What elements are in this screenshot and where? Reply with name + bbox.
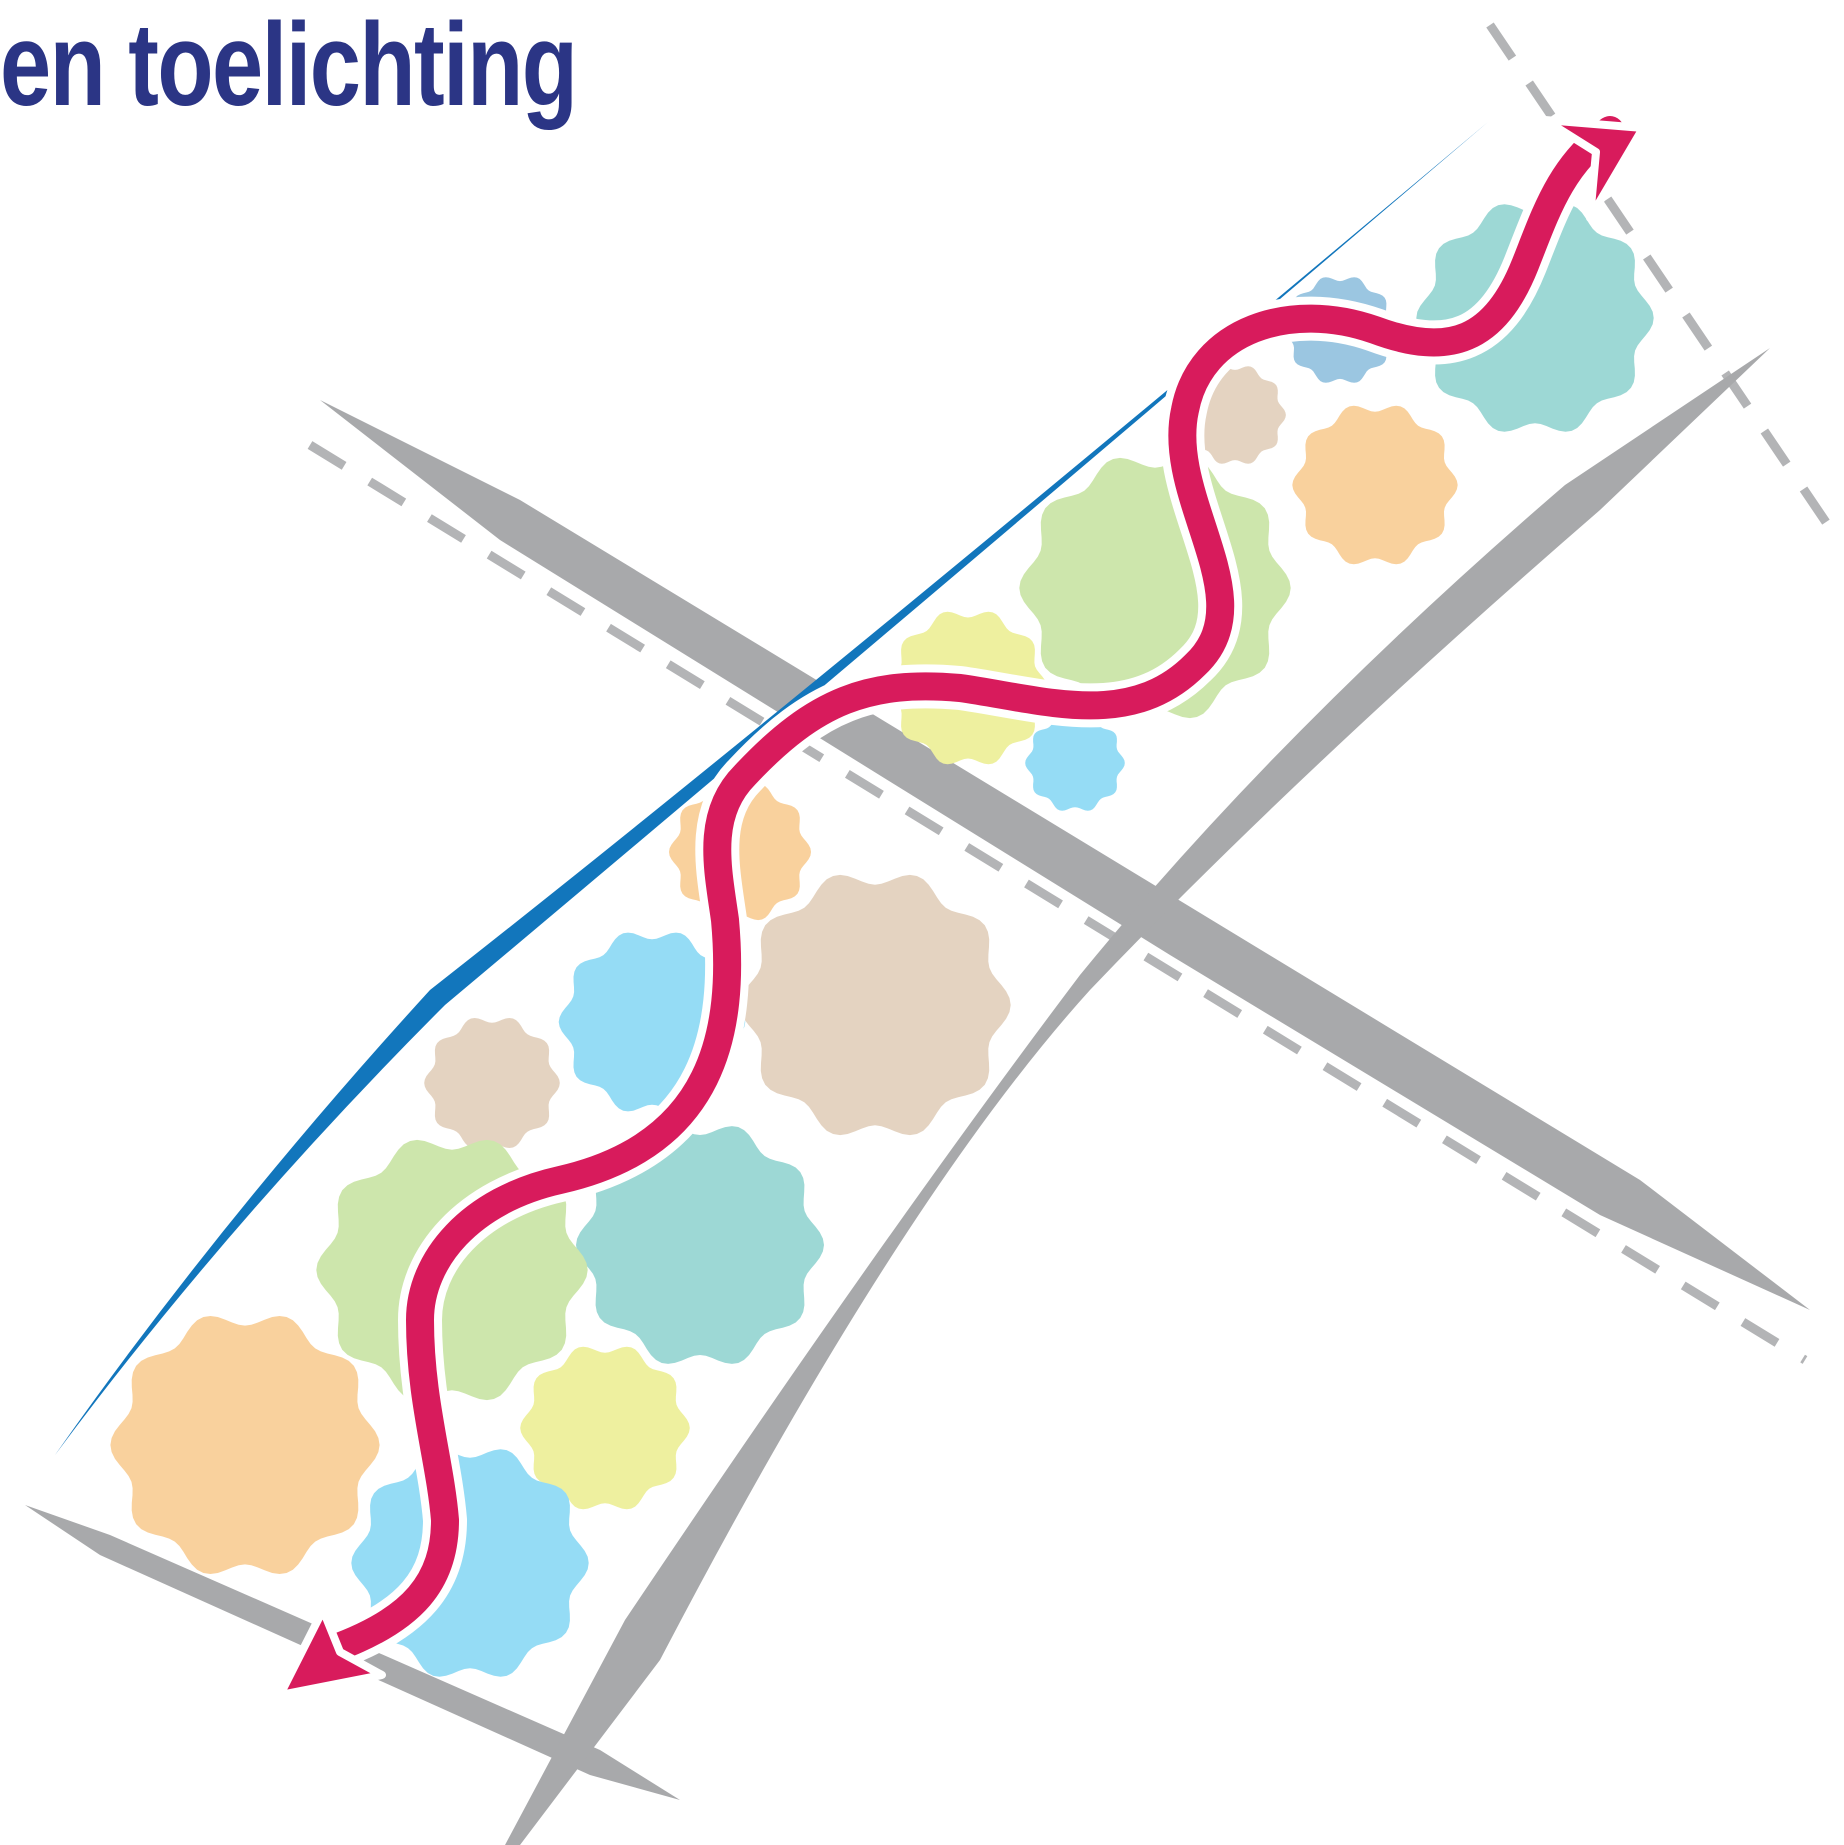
blob — [1292, 406, 1457, 565]
blob-group — [110, 204, 1653, 1677]
blob — [110, 1316, 379, 1574]
blob — [1025, 715, 1125, 811]
blob — [739, 875, 1010, 1135]
blob — [424, 1018, 560, 1148]
